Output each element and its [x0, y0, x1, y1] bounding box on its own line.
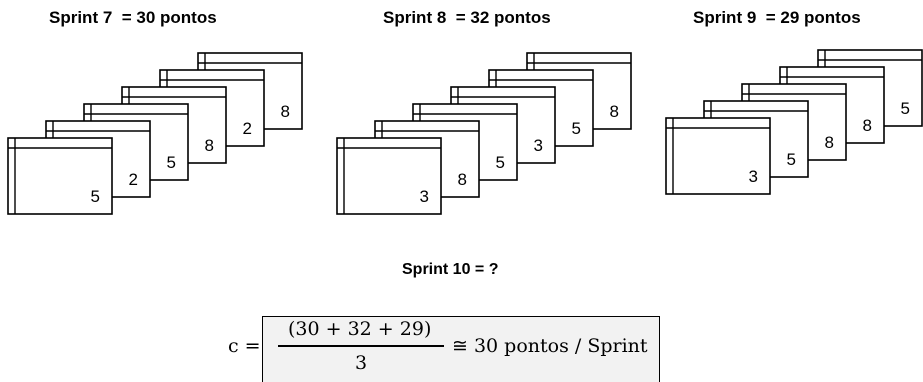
formula-denominator: 3 [355, 352, 368, 374]
sprint-9-title: Sprint 9 = 29 pontos [693, 8, 861, 27]
sprint-7-title: Sprint 7 = 30 pontos [49, 8, 217, 27]
story-points-label: 8 [610, 102, 619, 121]
story-points-label: 3 [749, 167, 758, 186]
fraction-line [278, 345, 444, 347]
story-points-label: 8 [205, 136, 214, 155]
story-points-label: 8 [863, 116, 872, 135]
sprint-10-label: Sprint 10 = ? [402, 261, 499, 278]
formula-lhs: c = [228, 335, 261, 357]
formula-numerator: (30 + 32 + 29) [288, 318, 432, 340]
story-card: 5 [7, 137, 113, 215]
story-points-label: 5 [496, 153, 505, 172]
story-points-label: 5 [901, 99, 910, 118]
formula-box [262, 316, 660, 382]
formula-result: ≅ 30 pontos / Sprint [452, 335, 648, 357]
story-points-label: 8 [825, 133, 834, 152]
story-points-label: 5 [787, 150, 796, 169]
story-points-label: 5 [572, 119, 581, 138]
story-points-label: 3 [420, 187, 429, 206]
story-points-label: 2 [243, 119, 252, 138]
story-card: 3 [336, 137, 442, 215]
story-points-label: 5 [167, 153, 176, 172]
sprint-8-title: Sprint 8 = 32 pontos [383, 8, 551, 27]
story-points-label: 8 [281, 102, 290, 121]
story-points-label: 5 [91, 187, 100, 206]
story-points-label: 3 [534, 136, 543, 155]
story-points-label: 2 [129, 170, 138, 189]
story-card: 3 [665, 117, 771, 195]
story-points-label: 8 [458, 170, 467, 189]
